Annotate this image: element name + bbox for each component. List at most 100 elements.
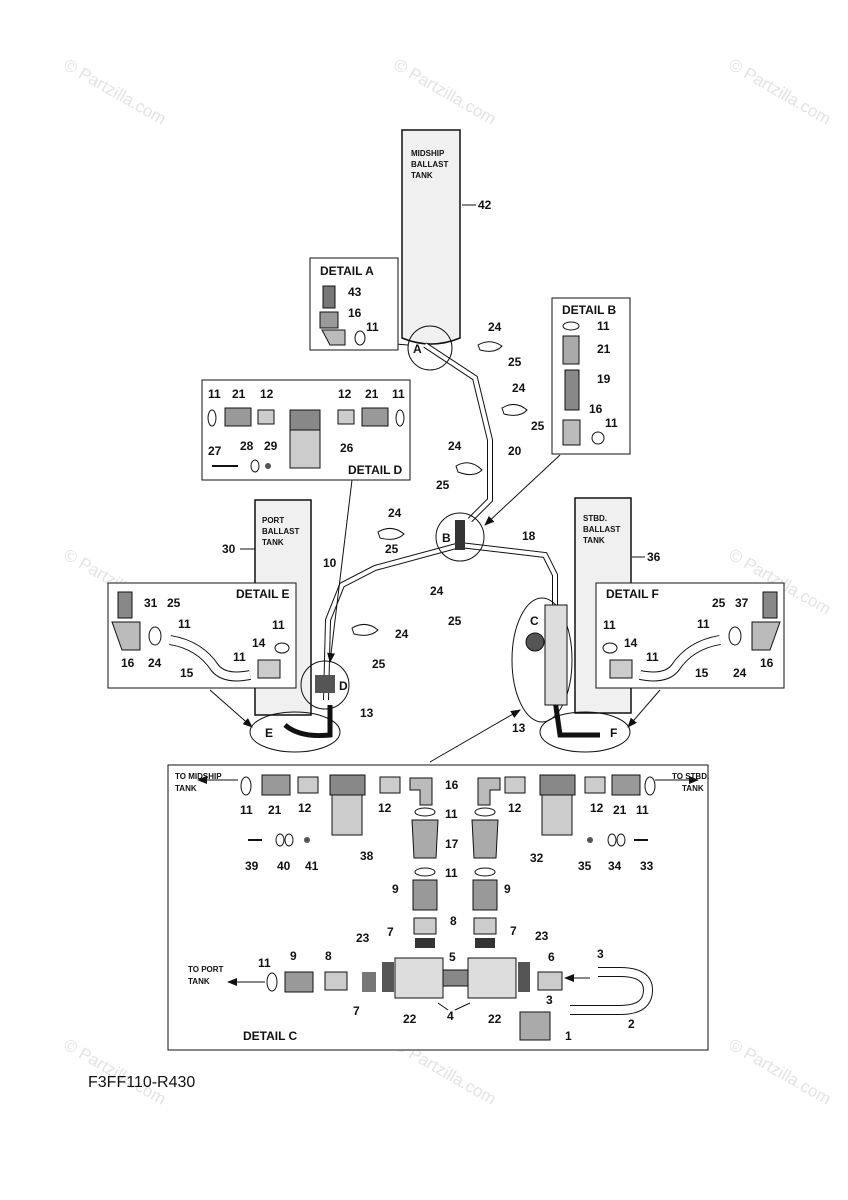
svg-text:F: F <box>610 726 617 740</box>
detail-circle-d: D <box>300 660 350 710</box>
svg-text:PORT: PORT <box>262 516 284 525</box>
svg-text:TO PORT: TO PORT <box>188 965 224 974</box>
svg-text:25: 25 <box>372 657 386 671</box>
svg-text:B: B <box>442 531 451 545</box>
svg-text:25: 25 <box>167 596 181 610</box>
svg-text:41: 41 <box>305 859 319 873</box>
svg-text:11: 11 <box>597 319 610 333</box>
svg-text:14: 14 <box>252 636 266 650</box>
svg-text:11: 11 <box>646 650 659 664</box>
svg-text:22: 22 <box>488 1012 502 1026</box>
svg-text:24: 24 <box>148 656 162 670</box>
svg-text:29: 29 <box>264 439 278 453</box>
svg-text:31: 31 <box>144 596 158 610</box>
svg-text:21: 21 <box>268 803 282 817</box>
svg-text:24: 24 <box>512 381 526 395</box>
svg-text:TANK: TANK <box>411 171 433 180</box>
svg-text:42: 42 <box>478 198 492 212</box>
svg-text:26: 26 <box>340 441 354 455</box>
svg-text:TANK: TANK <box>262 538 284 547</box>
detail-b-box: DETAIL B <box>551 297 631 455</box>
detail-circle-a: A <box>407 325 453 371</box>
svg-text:12: 12 <box>590 801 604 815</box>
svg-text:24: 24 <box>388 506 402 520</box>
svg-text:11: 11 <box>233 650 246 664</box>
svg-text:4: 4 <box>447 1009 454 1023</box>
svg-text:5: 5 <box>449 950 456 964</box>
svg-text:12: 12 <box>260 387 274 401</box>
svg-text:BALLAST: BALLAST <box>262 527 299 536</box>
svg-text:3: 3 <box>597 947 604 961</box>
svg-text:16: 16 <box>760 656 774 670</box>
svg-text:TANK: TANK <box>583 536 605 545</box>
svg-text:37: 37 <box>735 596 749 610</box>
svg-text:43: 43 <box>348 285 362 299</box>
svg-text:16: 16 <box>589 402 603 416</box>
svg-text:MIDSHIP: MIDSHIP <box>411 149 445 158</box>
svg-text:16: 16 <box>348 306 362 320</box>
svg-text:21: 21 <box>613 803 627 817</box>
svg-text:35: 35 <box>578 859 592 873</box>
svg-text:11: 11 <box>636 803 649 817</box>
svg-text:11: 11 <box>603 618 616 632</box>
svg-text:11: 11 <box>208 387 221 401</box>
svg-text:32: 32 <box>530 851 544 865</box>
svg-text:21: 21 <box>597 342 611 356</box>
detail-circle-b: B <box>435 512 485 562</box>
svg-text:BALLAST: BALLAST <box>411 160 448 169</box>
midship-ballast-tank: MIDSHIP BALLAST TANK <box>401 129 461 345</box>
svg-text:12: 12 <box>338 387 352 401</box>
svg-text:TO STBD.: TO STBD. <box>672 772 709 781</box>
svg-text:11: 11 <box>392 387 405 401</box>
svg-text:36: 36 <box>647 550 661 564</box>
svg-text:12: 12 <box>378 801 392 815</box>
diagram-code: F3FF110-R430 <box>88 1074 196 1091</box>
svg-text:10: 10 <box>323 556 337 570</box>
svg-text:3: 3 <box>546 993 553 1007</box>
svg-text:7: 7 <box>387 925 394 939</box>
svg-text:39: 39 <box>245 859 259 873</box>
svg-text:11: 11 <box>272 618 285 632</box>
svg-text:22: 22 <box>403 1012 417 1026</box>
svg-text:6: 6 <box>548 950 555 964</box>
svg-text:11: 11 <box>258 956 271 970</box>
svg-text:11: 11 <box>366 320 379 334</box>
svg-text:40: 40 <box>277 859 291 873</box>
svg-text:DETAIL D: DETAIL D <box>348 463 403 477</box>
svg-text:25: 25 <box>712 596 726 610</box>
svg-text:28: 28 <box>240 439 254 453</box>
svg-text:13: 13 <box>360 706 374 720</box>
svg-text:27: 27 <box>208 444 222 458</box>
svg-text:DETAIL A: DETAIL A <box>320 264 374 278</box>
svg-text:11: 11 <box>178 617 191 631</box>
svg-text:9: 9 <box>504 882 511 896</box>
svg-text:21: 21 <box>365 387 379 401</box>
svg-text:1: 1 <box>565 1029 572 1043</box>
svg-text:25: 25 <box>436 478 450 492</box>
svg-text:9: 9 <box>290 949 297 963</box>
svg-text:34: 34 <box>608 859 622 873</box>
svg-text:DETAIL C: DETAIL C <box>243 1029 298 1043</box>
svg-text:13: 13 <box>512 721 526 735</box>
svg-text:11: 11 <box>445 807 458 821</box>
svg-text:12: 12 <box>508 801 522 815</box>
svg-text:TANK: TANK <box>175 784 197 793</box>
svg-text:14: 14 <box>624 636 638 650</box>
part-number-labels: 42 43 16 11 24 25 24 25 20 24 25 11 21 1… <box>121 198 774 1043</box>
svg-text:25: 25 <box>531 419 545 433</box>
detail-circle-e: E <box>249 711 341 753</box>
svg-text:8: 8 <box>325 949 332 963</box>
svg-text:DETAIL E: DETAIL E <box>236 587 290 601</box>
svg-text:E: E <box>265 726 273 740</box>
svg-text:2: 2 <box>628 1017 635 1031</box>
svg-text:7: 7 <box>510 924 517 938</box>
svg-text:17: 17 <box>445 837 459 851</box>
svg-text:25: 25 <box>448 614 462 628</box>
svg-text:24: 24 <box>488 320 502 334</box>
svg-text:24: 24 <box>448 439 462 453</box>
svg-text:9: 9 <box>392 882 399 896</box>
svg-text:STBD.: STBD. <box>583 514 607 523</box>
svg-text:38: 38 <box>360 849 374 863</box>
detail-c-box: DETAIL C TO MIDSHIP TANK TO STBD. TANK <box>167 764 709 1051</box>
